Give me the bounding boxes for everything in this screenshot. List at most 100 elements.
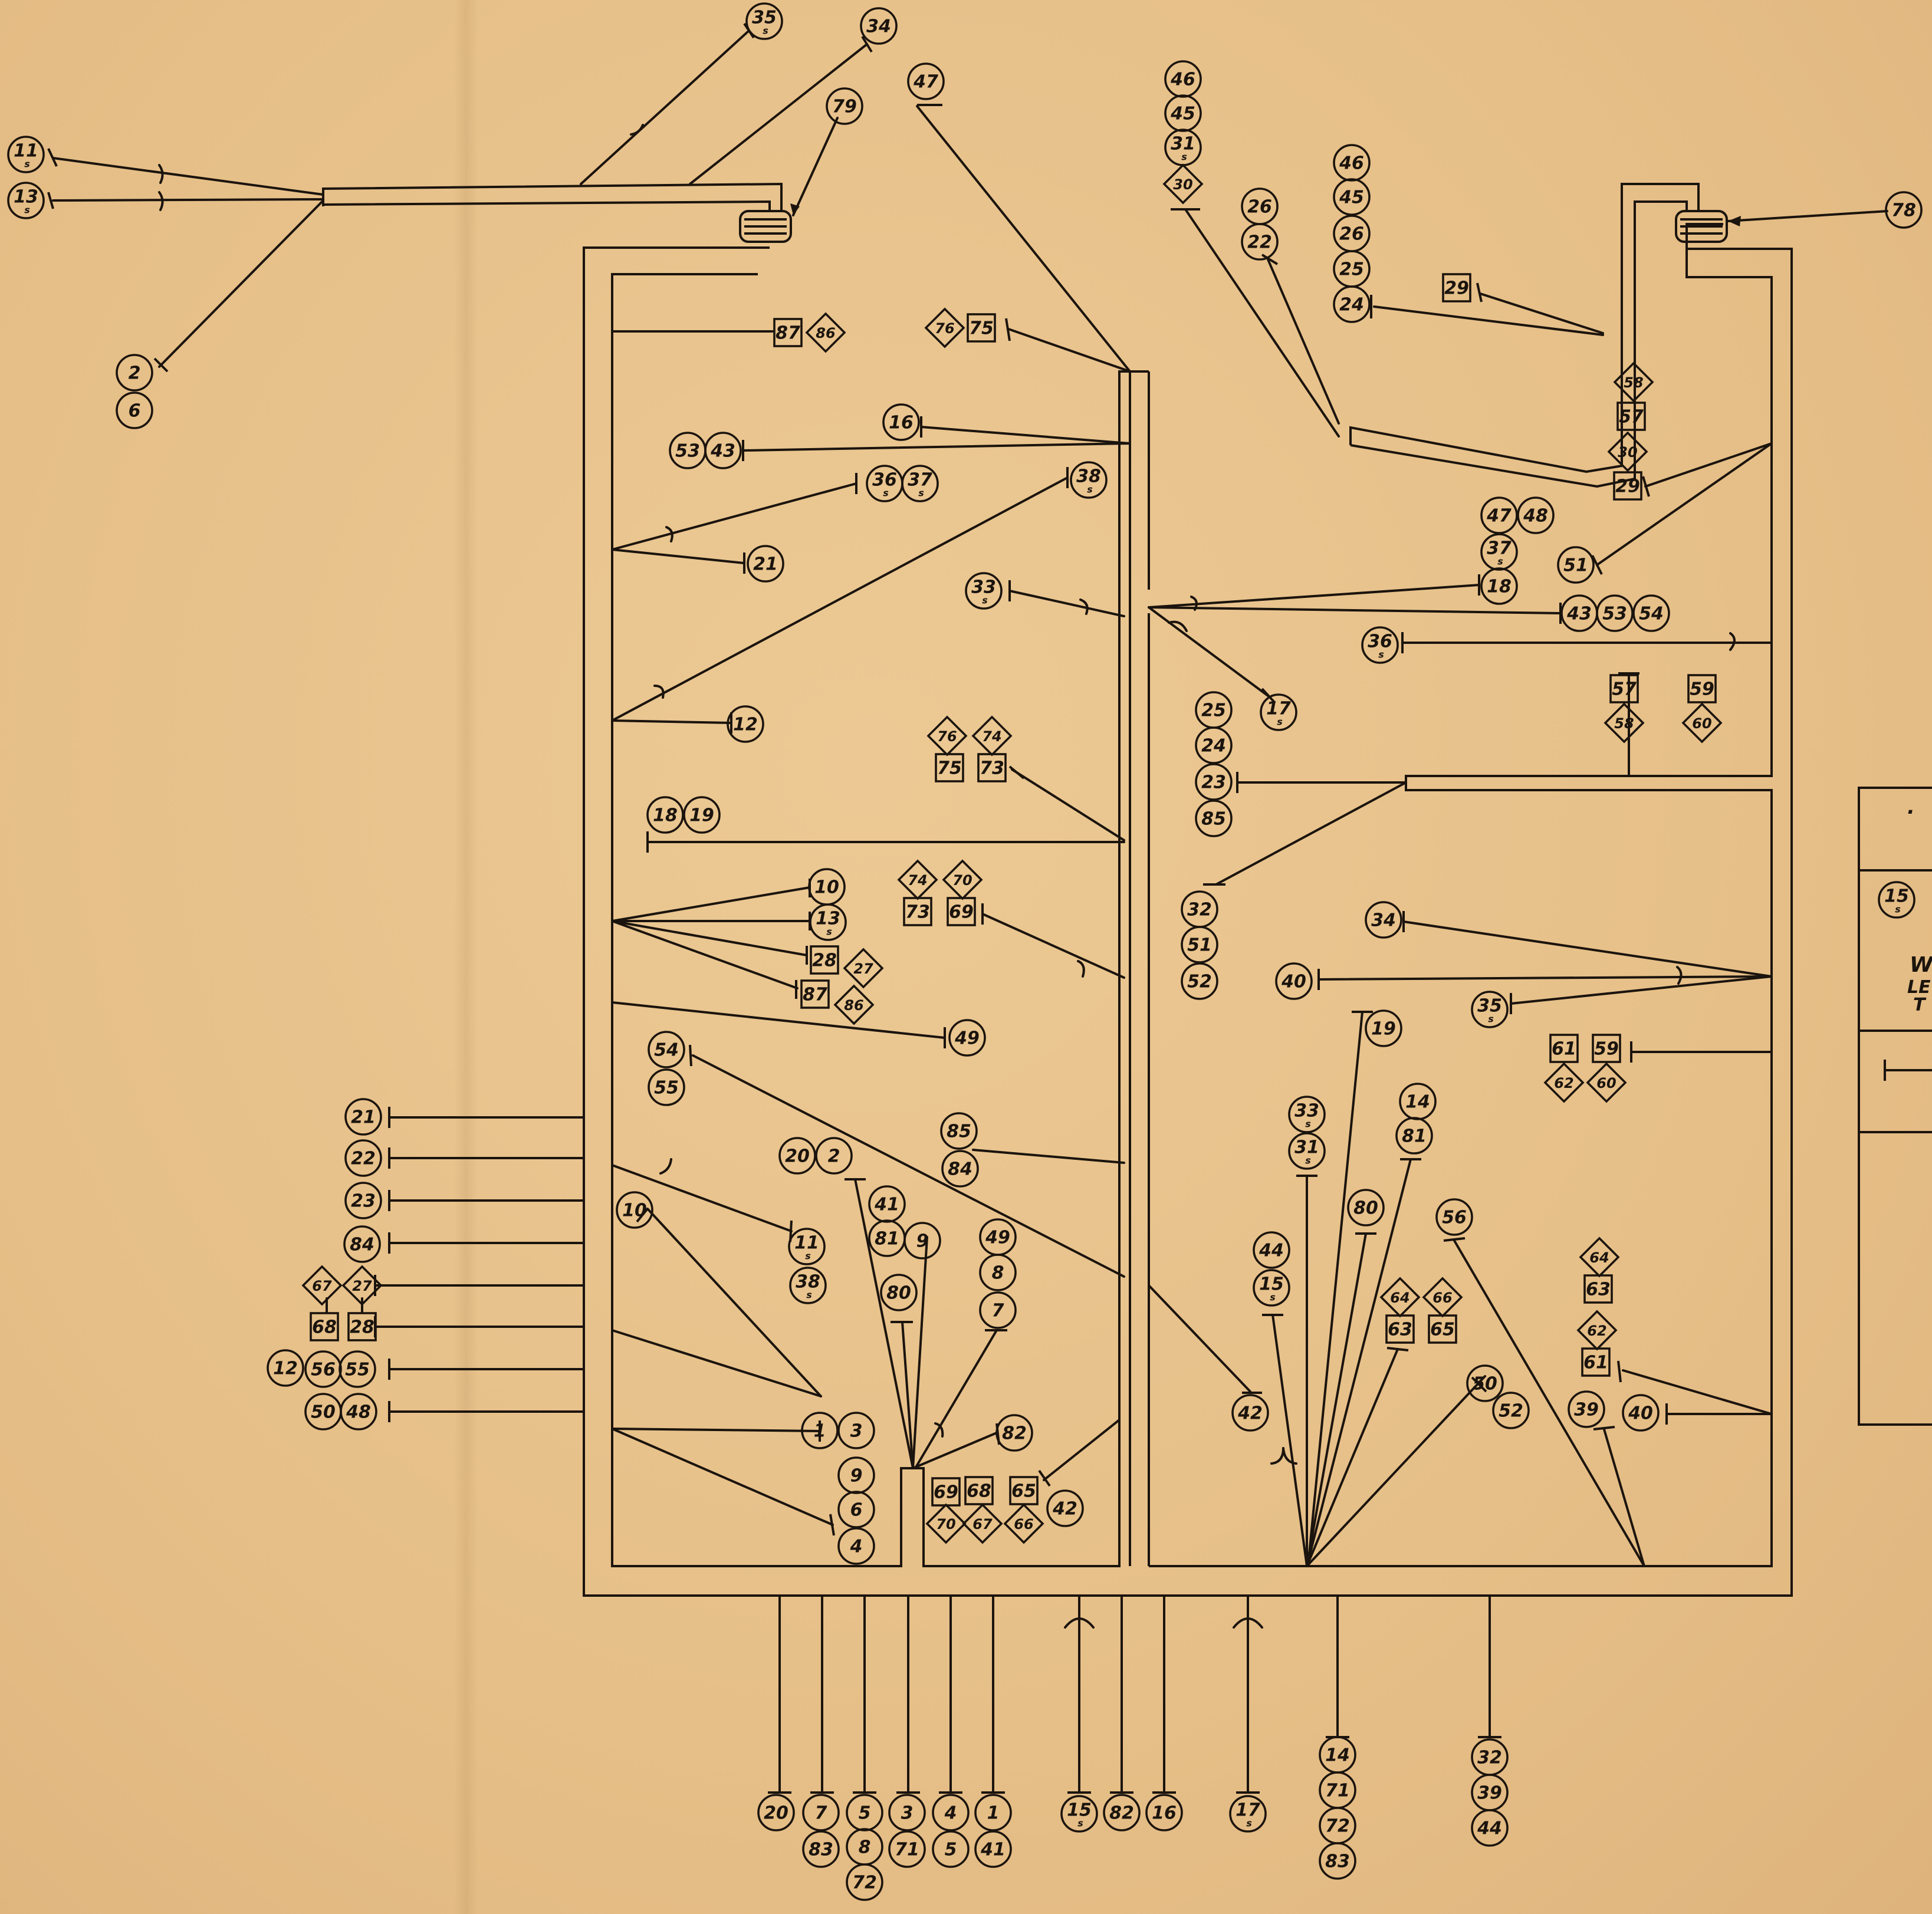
ref-symbol-outline xyxy=(1333,178,1371,216)
ref-symbol-subscript: s xyxy=(1497,556,1503,567)
ref-symbol-label: 22 xyxy=(1247,232,1272,253)
ref-symbol-label: 6 xyxy=(129,401,141,422)
ref-symbol-c42a: 42 xyxy=(1046,1489,1084,1527)
ref-symbol-outline xyxy=(1385,1314,1415,1344)
ref-symbol-outline xyxy=(1596,594,1634,632)
ref-symbol-outline xyxy=(116,354,153,392)
ref-symbol-outline xyxy=(882,403,920,441)
ref-symbol-w11s: 11s xyxy=(7,136,45,173)
ref-symbol-r53: 53 xyxy=(1596,594,1634,632)
ref-symbol-d67d: 67 xyxy=(962,1503,1003,1544)
ref-symbol-outline xyxy=(901,465,939,502)
top-right-conduit xyxy=(916,104,1888,488)
ref-symbol-outline xyxy=(805,312,846,353)
ref-symbol-b14: 14 xyxy=(1319,1736,1356,1774)
ref-symbol-outline xyxy=(1878,881,1915,919)
ref-symbol-label: 1 xyxy=(814,1421,826,1442)
ref-symbol-label: 4 xyxy=(850,1537,863,1557)
ref-symbol-outline xyxy=(1604,702,1645,744)
ref-symbol-outline xyxy=(745,2,783,40)
ref-symbol-outline xyxy=(940,1112,978,1150)
ref-symbol-outline xyxy=(304,1350,342,1388)
ref-symbol-label: 81 xyxy=(875,1229,899,1249)
ref-symbol-outline xyxy=(962,1503,1003,1544)
ref-symbol-outline xyxy=(1195,763,1233,801)
ref-symbol-outline xyxy=(826,87,863,125)
ref-symbol-outline xyxy=(344,1139,382,1177)
ref-symbol-label: 14 xyxy=(1405,1092,1430,1113)
ref-symbol-label: 31 xyxy=(1171,134,1195,154)
ref-symbol-outline xyxy=(843,948,884,989)
ref-symbol-label: 7 xyxy=(992,1301,1004,1321)
ref-symbol-label: 19 xyxy=(1371,1019,1396,1040)
ref-symbol-r26a: 26 xyxy=(1241,188,1279,225)
ref-symbol-label: 29 xyxy=(1615,476,1640,497)
ref-symbol-b44: 44 xyxy=(1471,1809,1509,1847)
ref-symbol-outline xyxy=(1885,191,1923,229)
ref-symbol-label: 49 xyxy=(985,1228,1010,1248)
ref-symbol-label: 69 xyxy=(949,902,974,923)
ref-symbol-outline xyxy=(979,1291,1017,1329)
ref-symbol-label: 33 xyxy=(1294,1101,1319,1122)
ref-symbol-r22a: 22 xyxy=(1241,223,1279,261)
ref-symbol-outline xyxy=(837,1456,875,1494)
ref-symbol-r80: 80 xyxy=(1347,1189,1385,1226)
ref-symbol-label: 68 xyxy=(967,1481,991,1502)
ref-symbol-label: 30 xyxy=(1173,176,1192,193)
ref-symbol-outline xyxy=(1480,496,1518,534)
ref-symbol-label: 25 xyxy=(1339,259,1364,280)
ref-symbol-c12a: 12 xyxy=(727,705,764,743)
ref-symbol-label: 37 xyxy=(908,470,932,491)
ref-symbol-d27a: 27 xyxy=(843,948,884,989)
ref-symbol-outline xyxy=(1195,726,1233,764)
ref-symbol-outline xyxy=(1046,1489,1084,1527)
ref-symbol-label: 22 xyxy=(351,1149,376,1169)
ref-symbol-outline xyxy=(802,1830,840,1868)
ref-symbol-l56: 56 xyxy=(304,1350,342,1388)
ref-symbol-outline xyxy=(1288,1096,1326,1133)
ref-symbol-label: 7 xyxy=(815,1803,827,1824)
ref-symbol-label: 2 xyxy=(828,1146,840,1167)
ref-symbol-c6b: 6 xyxy=(837,1491,875,1528)
ref-symbol-outline xyxy=(1586,1062,1627,1103)
ref-symbol-outline xyxy=(1632,594,1670,632)
ref-symbol-label: 26 xyxy=(1339,224,1364,245)
ref-symbol-label: 73 xyxy=(980,758,1004,779)
ref-symbol-outline xyxy=(1333,285,1371,323)
ref-symbol-label: 75 xyxy=(937,758,962,779)
ref-symbol-r52b: 52 xyxy=(1492,1392,1530,1429)
ref-symbol-r43: 43 xyxy=(1560,594,1598,632)
ref-symbol-rd30a: 30 xyxy=(1162,163,1204,205)
ref-symbol-rs63b: 63 xyxy=(1583,1274,1613,1304)
ref-symbol-outline xyxy=(1466,1364,1504,1402)
ref-symbol-label: 5 xyxy=(859,1803,871,1824)
ref-symbol-label: 71 xyxy=(1325,1781,1350,1801)
ref-symbol-r81: 81 xyxy=(1395,1117,1433,1155)
ref-symbol-label: 34 xyxy=(866,17,891,37)
ref-symbol-label: 1 xyxy=(987,1803,1000,1824)
ref-symbol-c81a: 81 xyxy=(868,1219,906,1257)
ref-symbol-label: 83 xyxy=(1325,1851,1350,1872)
ref-symbol-label: 64 xyxy=(1390,1290,1409,1306)
ref-symbol-r39: 39 xyxy=(1568,1390,1605,1428)
ref-symbol-c1a: 1 xyxy=(801,1412,839,1449)
legend-text-line2: LE xyxy=(1907,977,1931,998)
ref-symbol-c8a: 8 xyxy=(979,1254,1017,1291)
ref-symbol-outline xyxy=(616,1191,653,1229)
ref-symbol-subscript: s xyxy=(24,159,30,170)
ref-symbol-d86a: 86 xyxy=(805,312,846,353)
ref-symbol-s69d: 69 xyxy=(931,1477,961,1507)
ref-symbol-outline xyxy=(310,1312,339,1341)
ref-symbol-rd66a: 66 xyxy=(1422,1277,1463,1318)
ref-symbol-label: 58 xyxy=(1624,374,1643,391)
ref-symbol-label: 75 xyxy=(969,318,994,339)
ref-symbol-label: 40 xyxy=(1281,972,1306,992)
ref-symbol-c49a: 49 xyxy=(948,1019,986,1057)
ref-symbol-rd64a: 64 xyxy=(1379,1277,1421,1318)
ref-symbol-label: 87 xyxy=(776,323,800,344)
ref-symbol-label: 42 xyxy=(1237,1403,1263,1424)
ref-symbol-outline xyxy=(1070,461,1108,499)
ref-symbol-r18: 18 xyxy=(1480,567,1518,605)
ref-symbol-label: 60 xyxy=(1596,1075,1616,1091)
